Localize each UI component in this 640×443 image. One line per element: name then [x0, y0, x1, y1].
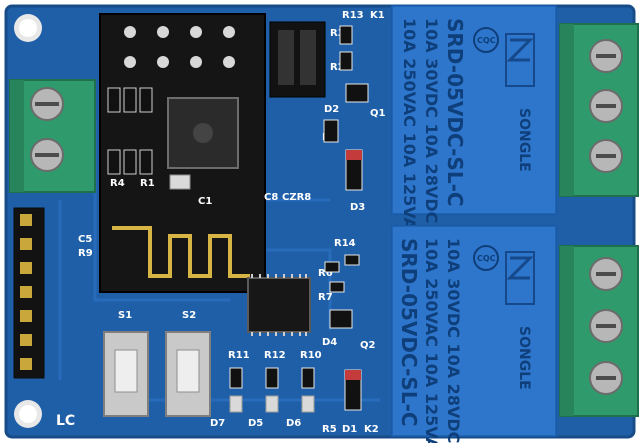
label-d4: D4: [322, 337, 337, 348]
label-d2: D2: [324, 104, 339, 115]
label-k2: K2: [364, 424, 379, 435]
switch-s2: [165, 331, 211, 417]
label-d3: D3: [350, 202, 365, 213]
relay-top-line1: 10A 250VAC 10A 125VAC: [400, 18, 419, 242]
smd-components: [323, 25, 369, 411]
label-r5: R5: [322, 424, 337, 435]
label-r7: R7: [318, 292, 333, 303]
label-k1: K1: [370, 10, 385, 21]
label-q1: Q1: [370, 108, 386, 119]
relay-bottom: SRD-05VDC-SL-C 10A 250VAC 10A 125VAC 10A…: [391, 225, 557, 443]
label-s2: S2: [182, 310, 196, 321]
label-c5: C5: [78, 234, 92, 245]
mounting-holes: [14, 14, 42, 428]
label-d1: D1: [342, 424, 357, 435]
relay-bottom-line1: 10A 250VAC 10A 125VAC: [422, 238, 441, 443]
relay-bottom-cert: CQC: [477, 254, 496, 263]
relay-bottom-brand: SONGLE: [516, 326, 532, 390]
pcb-edge: [4, 4, 636, 439]
relay-top-line2: 10A 30VDC 10A 28VDC: [422, 18, 441, 223]
relay-top-brand: SONGLE: [516, 108, 532, 172]
wifi-module: [99, 13, 266, 293]
bottom-smd-row: [229, 367, 315, 413]
label-s1: S1: [118, 310, 132, 321]
relay-top-cert: CQC: [477, 36, 496, 45]
label-c8: C8: [264, 192, 278, 203]
label-r10: R10: [300, 350, 322, 361]
driver-ic: [247, 274, 311, 336]
label-r9: R9: [78, 248, 93, 259]
relay-top-model: SRD-05VDC-SL-C: [443, 18, 467, 207]
label-d5: D5: [248, 418, 263, 429]
label-q2: Q2: [360, 340, 376, 351]
label-r13: R13: [342, 10, 364, 21]
label-lc: LC: [56, 413, 75, 429]
terminal-block-left: [9, 79, 96, 193]
relay-bottom-line2: 10A 30VDC 10A 28VDC: [444, 238, 463, 443]
label-r11: R11: [228, 350, 250, 361]
label-r14: R14: [334, 238, 356, 249]
label-r4: R4: [110, 178, 125, 189]
pin-header-left: [13, 207, 45, 379]
jumper-header: [269, 21, 326, 98]
label-czr8: CZR8: [282, 192, 311, 203]
label-d7: D7: [210, 418, 225, 429]
terminal-block-right-top: [559, 23, 639, 197]
label-r3: R3: [330, 28, 345, 39]
label-r12: R12: [264, 350, 286, 361]
label-c1: C1: [198, 196, 212, 207]
relay-bottom-model: SRD-05VDC-SL-C: [397, 238, 421, 427]
antenna-trace: [112, 226, 250, 278]
label-r6: R6: [318, 268, 333, 279]
label-r1: R1: [140, 178, 155, 189]
label-d6: D6: [286, 418, 301, 429]
label-r2: R2: [330, 62, 345, 73]
terminal-block-right-bottom: [559, 245, 639, 417]
switch-s1: [103, 331, 149, 417]
relay-top: 10A 250VAC 10A 125VAC 10A 30VDC 10A 28VD…: [391, 5, 557, 242]
